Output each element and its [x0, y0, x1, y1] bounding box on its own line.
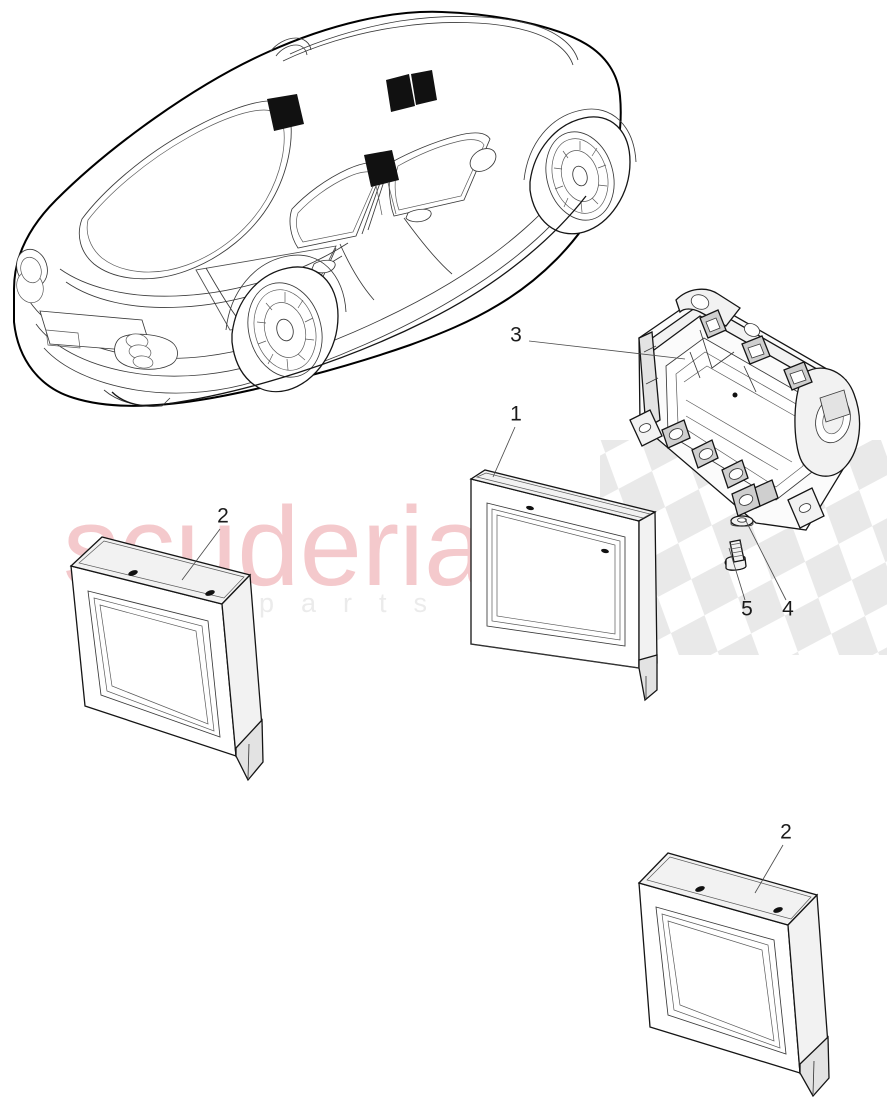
part-2-display-screen-right [637, 852, 830, 1098]
leader-line-4 [744, 518, 787, 601]
tail-lamp-right [114, 333, 178, 370]
callout-number-5[interactable]: 5 [741, 598, 753, 621]
leader-line-2-left [181, 528, 221, 581]
part-5-bolt [724, 539, 747, 571]
callout-number-2-right[interactable]: 2 [780, 821, 792, 844]
leader-line-5 [728, 547, 746, 601]
screen-location-marker-rear-door [364, 150, 399, 187]
part-3-monitor-carrier-bracket [629, 288, 861, 531]
vehicle-screen-position-markers [267, 70, 437, 187]
vehicle-illustration [13, 10, 637, 407]
wheel-rear [225, 254, 347, 393]
leader-line-3 [528, 340, 686, 360]
screen-location-marker-left-roof [267, 94, 304, 131]
callout-number-3[interactable]: 3 [510, 324, 522, 347]
callout-leader-lines [181, 340, 787, 894]
part-2-display-screen-left [69, 536, 264, 782]
bracket-hardware-blocks [699, 309, 813, 391]
callout-numbers: 3 1 2 5 4 2 [217, 324, 794, 844]
part-4-washer [730, 515, 754, 527]
tail-lamp-left [16, 248, 48, 304]
leader-line-1 [492, 426, 516, 478]
callout-number-2-left[interactable]: 2 [217, 505, 229, 528]
screen-location-marker-rear-roof-b [411, 70, 437, 105]
callout-number-1[interactable]: 1 [510, 403, 522, 426]
leader-line-2-right [754, 844, 784, 894]
bracket-mounting-tabs [661, 419, 779, 509]
wheel-front [523, 108, 637, 235]
callout-number-4[interactable]: 4 [782, 598, 794, 621]
part-1-display-screen-center [469, 469, 658, 702]
screen-location-marker-rear-roof-a [386, 74, 415, 112]
